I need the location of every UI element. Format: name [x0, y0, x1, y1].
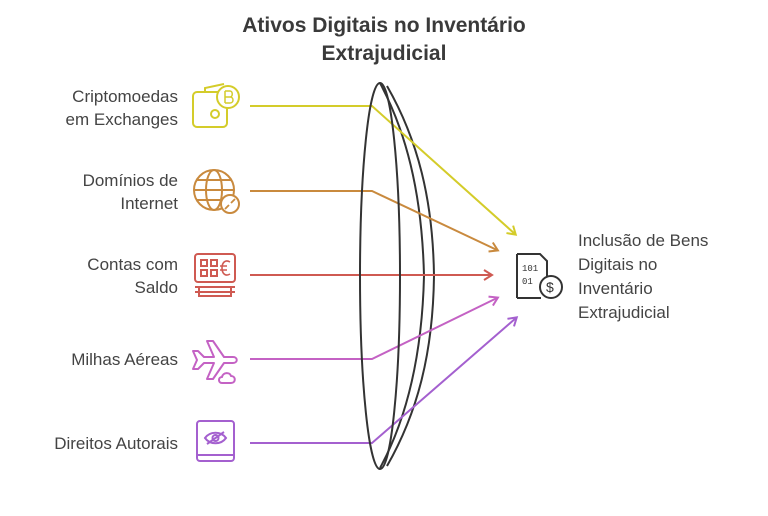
- connector-direitos: [250, 316, 519, 444]
- airplane-cloud-icon: [192, 340, 238, 384]
- connector-dominios: [250, 190, 500, 253]
- label-milhas-line-1: Milhas Aéreas: [71, 350, 178, 369]
- connector-milhas: [250, 295, 500, 360]
- label-target-line-3: Inventário: [578, 279, 653, 298]
- connector-criptomoedas: [250, 105, 518, 236]
- diagram-title: Ativos Digitais no Inventário Extrajudic…: [0, 12, 768, 68]
- label-target-line-2: Digitais no: [578, 255, 658, 274]
- label-criptomoedas-line-2: em Exchanges: [65, 110, 178, 129]
- label-direitos: Direitos Autorais: [8, 432, 178, 455]
- label-target-line-4: Extrajudicial: [578, 303, 670, 322]
- label-milhas: Milhas Aéreas: [8, 348, 178, 371]
- lens-front-ellipse: [359, 82, 401, 470]
- svg-text:$: $: [546, 279, 554, 295]
- label-contas-line-1: Contas com: [87, 255, 178, 274]
- label-dominios-line-2: Internet: [120, 194, 178, 213]
- label-target-line-1: Inclusão de Bens: [578, 231, 709, 250]
- label-target: Inclusão de Bens Digitais no Inventário …: [578, 229, 768, 325]
- label-contas-line-2: Saldo: [134, 278, 178, 297]
- wallet-bitcoin-icon: [192, 83, 240, 128]
- title-line-2: Extrajudicial: [321, 42, 447, 65]
- label-contas: Contas com Saldo: [8, 253, 178, 299]
- book-eye-icon: [196, 420, 235, 462]
- label-criptomoedas: Criptomoedas em Exchanges: [8, 85, 178, 131]
- digital-sim-dollar-icon: 101 01 $: [516, 253, 563, 299]
- lens-front: [359, 82, 401, 470]
- banking-terminal-icon: [194, 253, 236, 297]
- title-line-1: Ativos Digitais no Inventário: [242, 14, 526, 37]
- label-direitos-line-1: Direitos Autorais: [54, 434, 178, 453]
- connectors: [250, 105, 519, 444]
- label-dominios-line-1: Domínios de: [82, 171, 178, 190]
- svg-text:101: 101: [522, 264, 538, 274]
- label-dominios: Domínios de Internet: [8, 169, 178, 215]
- globe-broken-link-icon: [193, 169, 240, 214]
- label-criptomoedas-line-1: Criptomoedas: [72, 87, 178, 106]
- svg-text:01: 01: [522, 277, 533, 287]
